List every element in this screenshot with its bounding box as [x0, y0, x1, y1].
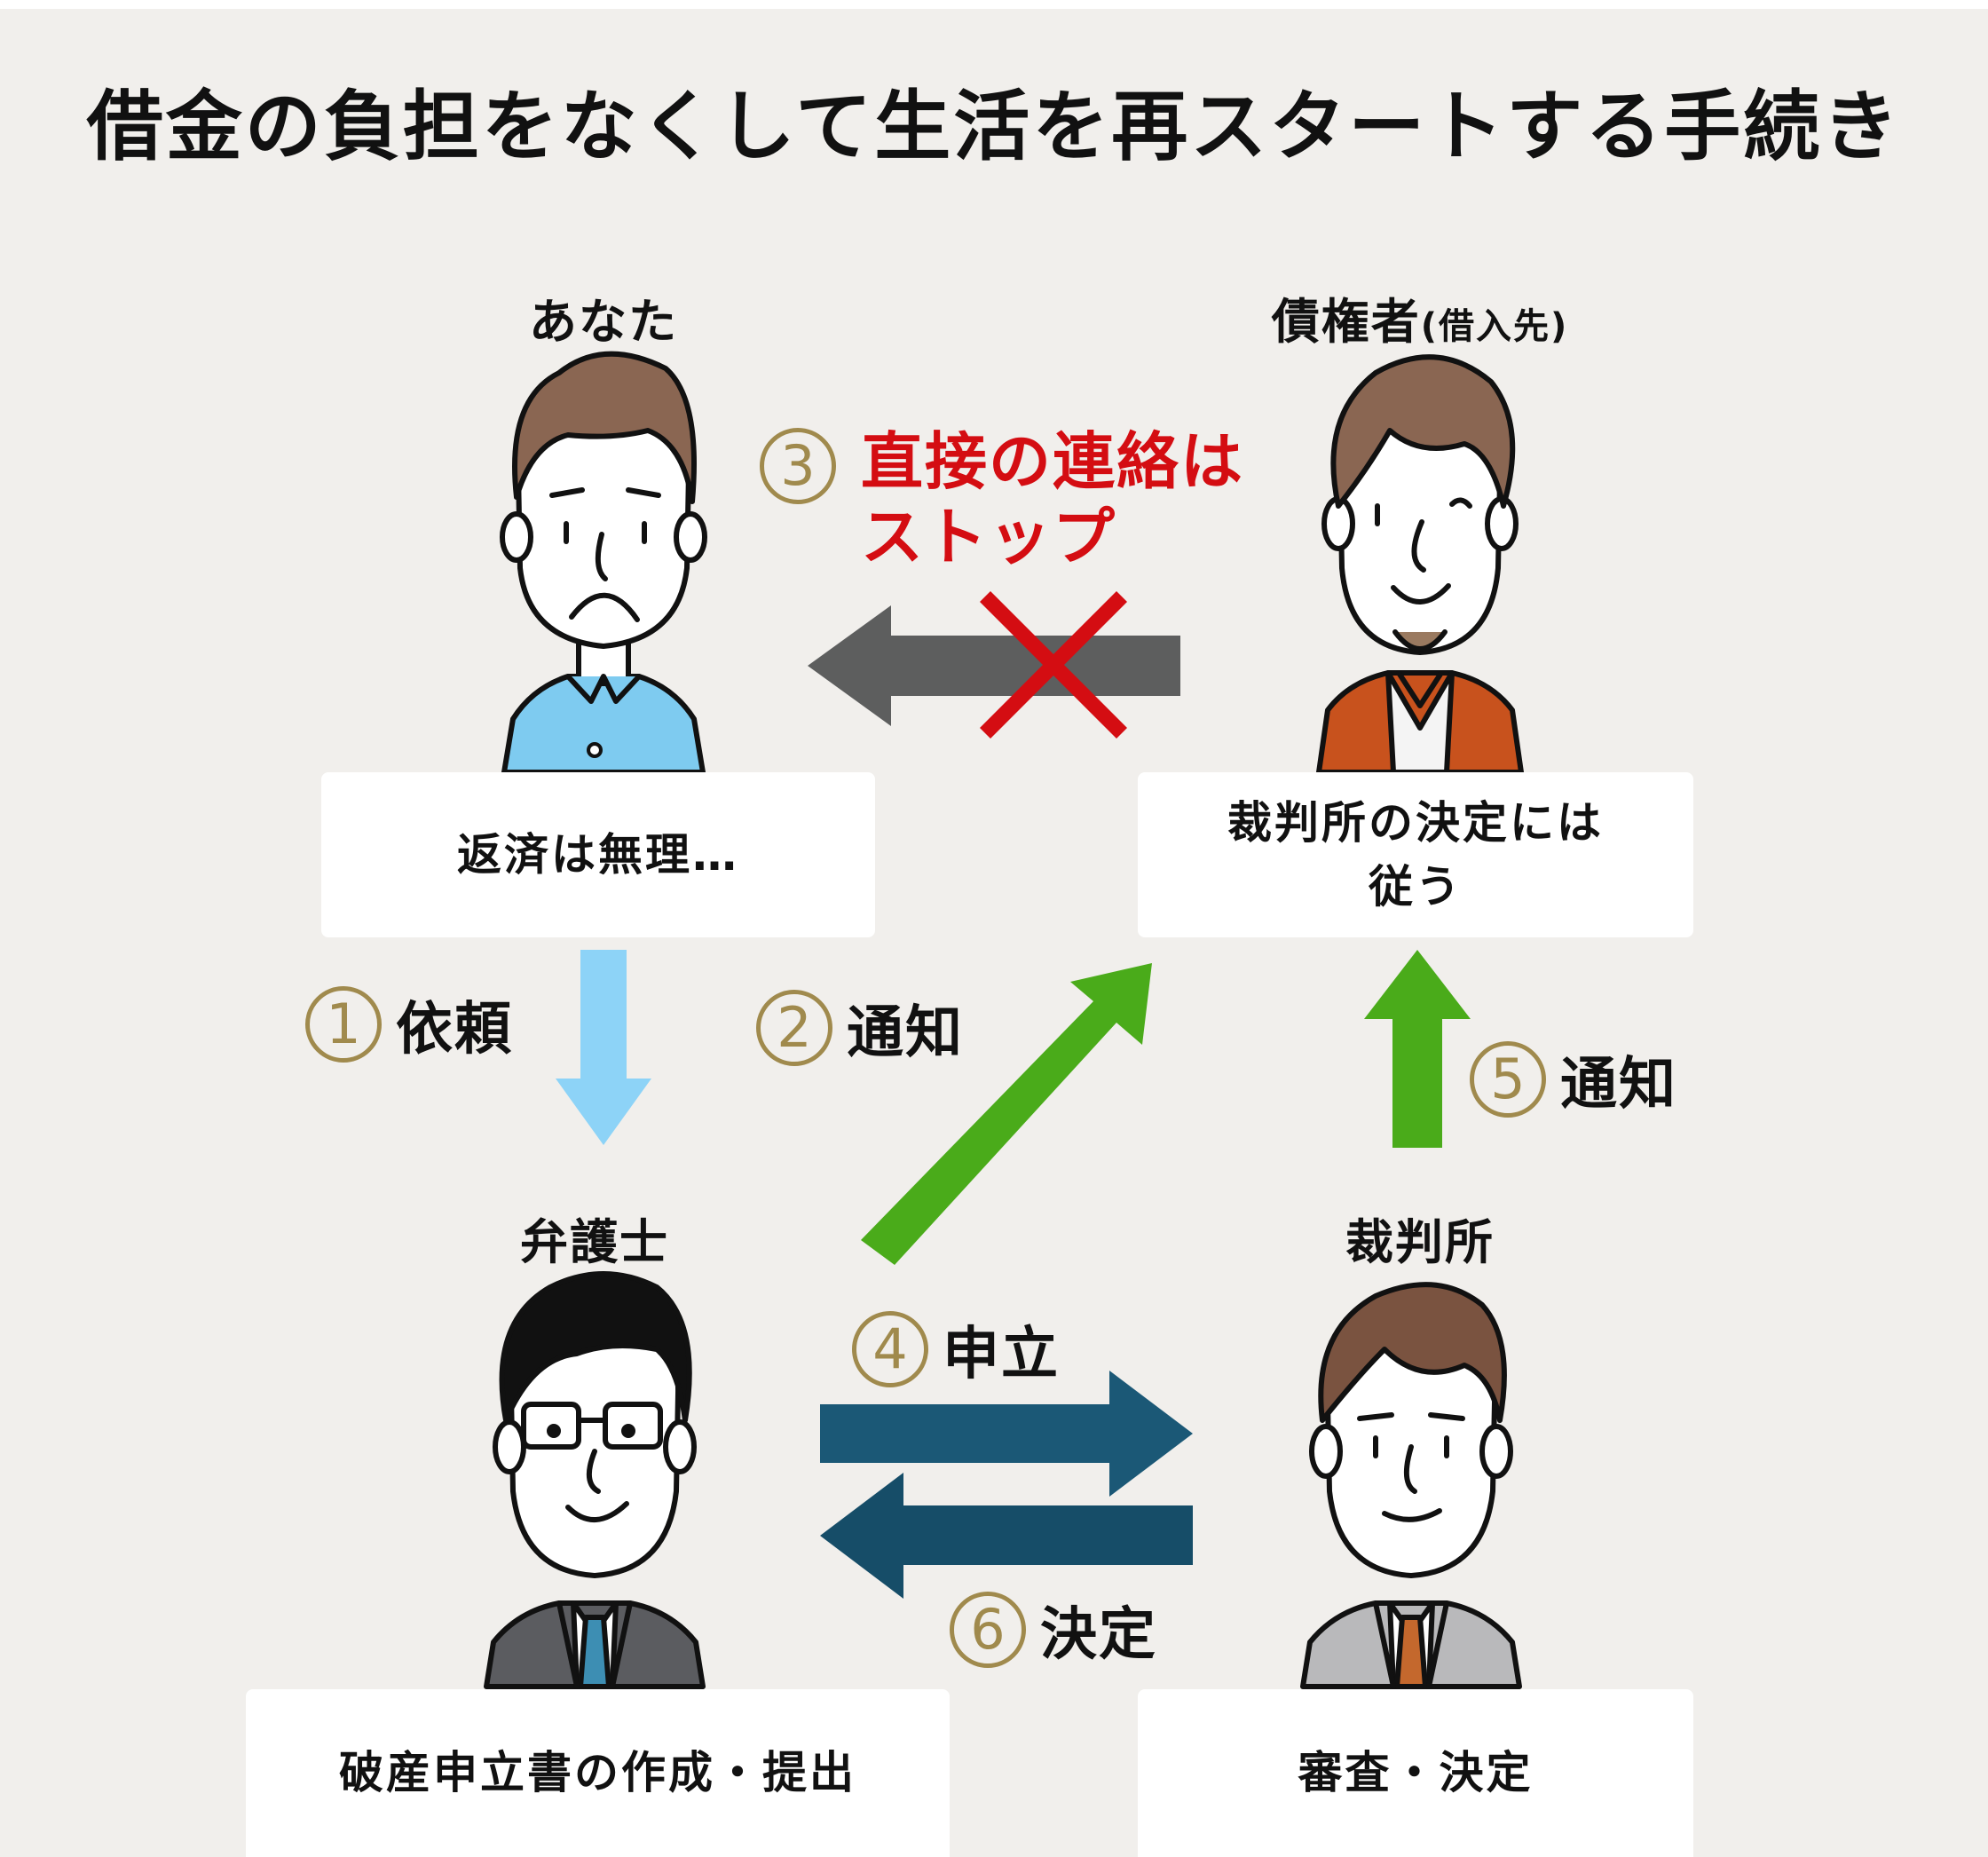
box-lawyer: 破産申立書の作成・提出 [246, 1689, 950, 1857]
step-5-number: 5 [1470, 1041, 1546, 1118]
label-creditor-sub: (借入先) [1420, 306, 1569, 347]
label-creditor-main: 債権者 [1271, 294, 1421, 350]
step-2-number: 2 [756, 990, 832, 1066]
box-lawyer-text: 破産申立書の作成・提出 [339, 1747, 856, 1799]
step-1-number: 1 [305, 986, 382, 1063]
arrow-blocked [808, 605, 1180, 726]
step-6-label: 決定 [1040, 1602, 1157, 1668]
label-lawyer: 弁護士 [520, 1214, 669, 1270]
arrow-request [556, 950, 651, 1145]
label-you: あなた [529, 294, 678, 350]
step-3: 3 [760, 428, 836, 504]
step-3-label: 直接の連絡は ストップ [861, 424, 1244, 576]
step-1-label: 依頼 [396, 997, 513, 1063]
label-creditor: 債権者(借入先) [1207, 282, 1633, 352]
step-4: 4 申立 [852, 1308, 1060, 1390]
step-4-label: 申立 [943, 1322, 1060, 1387]
box-you-text: 返済は無理… [457, 828, 739, 881]
box-creditor: 裁判所の決定には 従う [1138, 772, 1693, 937]
arrow-notify-diagonal [861, 963, 1152, 1265]
box-court-text: 審査・決定 [1298, 1747, 1534, 1799]
step-3-label-line2: ストップ [861, 501, 1116, 574]
man-worried-icon [500, 351, 707, 775]
lawyer-glasses-icon [484, 1271, 706, 1689]
step-5: 5 通知 [1470, 1039, 1677, 1120]
arrow-notify-up [1364, 950, 1471, 1148]
step-5-label: 通知 [1560, 1052, 1677, 1118]
step-6: 6 決定 [950, 1589, 1157, 1671]
step-6-number: 6 [950, 1592, 1026, 1668]
step-1: 1 依頼 [305, 984, 513, 1065]
box-you: 返済は無理… [321, 772, 875, 937]
step-3-label-line1: 直接の連絡は [861, 425, 1244, 498]
box-creditor-line2: 従う [1369, 861, 1463, 913]
step-2-label: 通知 [847, 1000, 964, 1066]
step-3-number: 3 [760, 428, 836, 504]
judge-icon [1300, 1282, 1522, 1689]
top-band [0, 0, 1988, 9]
man-smiling-icon [1316, 354, 1524, 775]
box-court: 審査・決定 [1138, 1689, 1693, 1857]
page-title: 借金の負担をなくして生活を再スタートする手続き [86, 83, 1902, 171]
arrow-petition [820, 1371, 1193, 1497]
box-creditor-line1: 裁判所の決定には [1227, 796, 1604, 849]
step-4-number: 4 [852, 1311, 928, 1387]
label-court: 裁判所 [1345, 1214, 1495, 1270]
red-x-icon [979, 590, 1128, 739]
arrow-decision [820, 1473, 1193, 1599]
step-2: 2 通知 [756, 987, 964, 1069]
